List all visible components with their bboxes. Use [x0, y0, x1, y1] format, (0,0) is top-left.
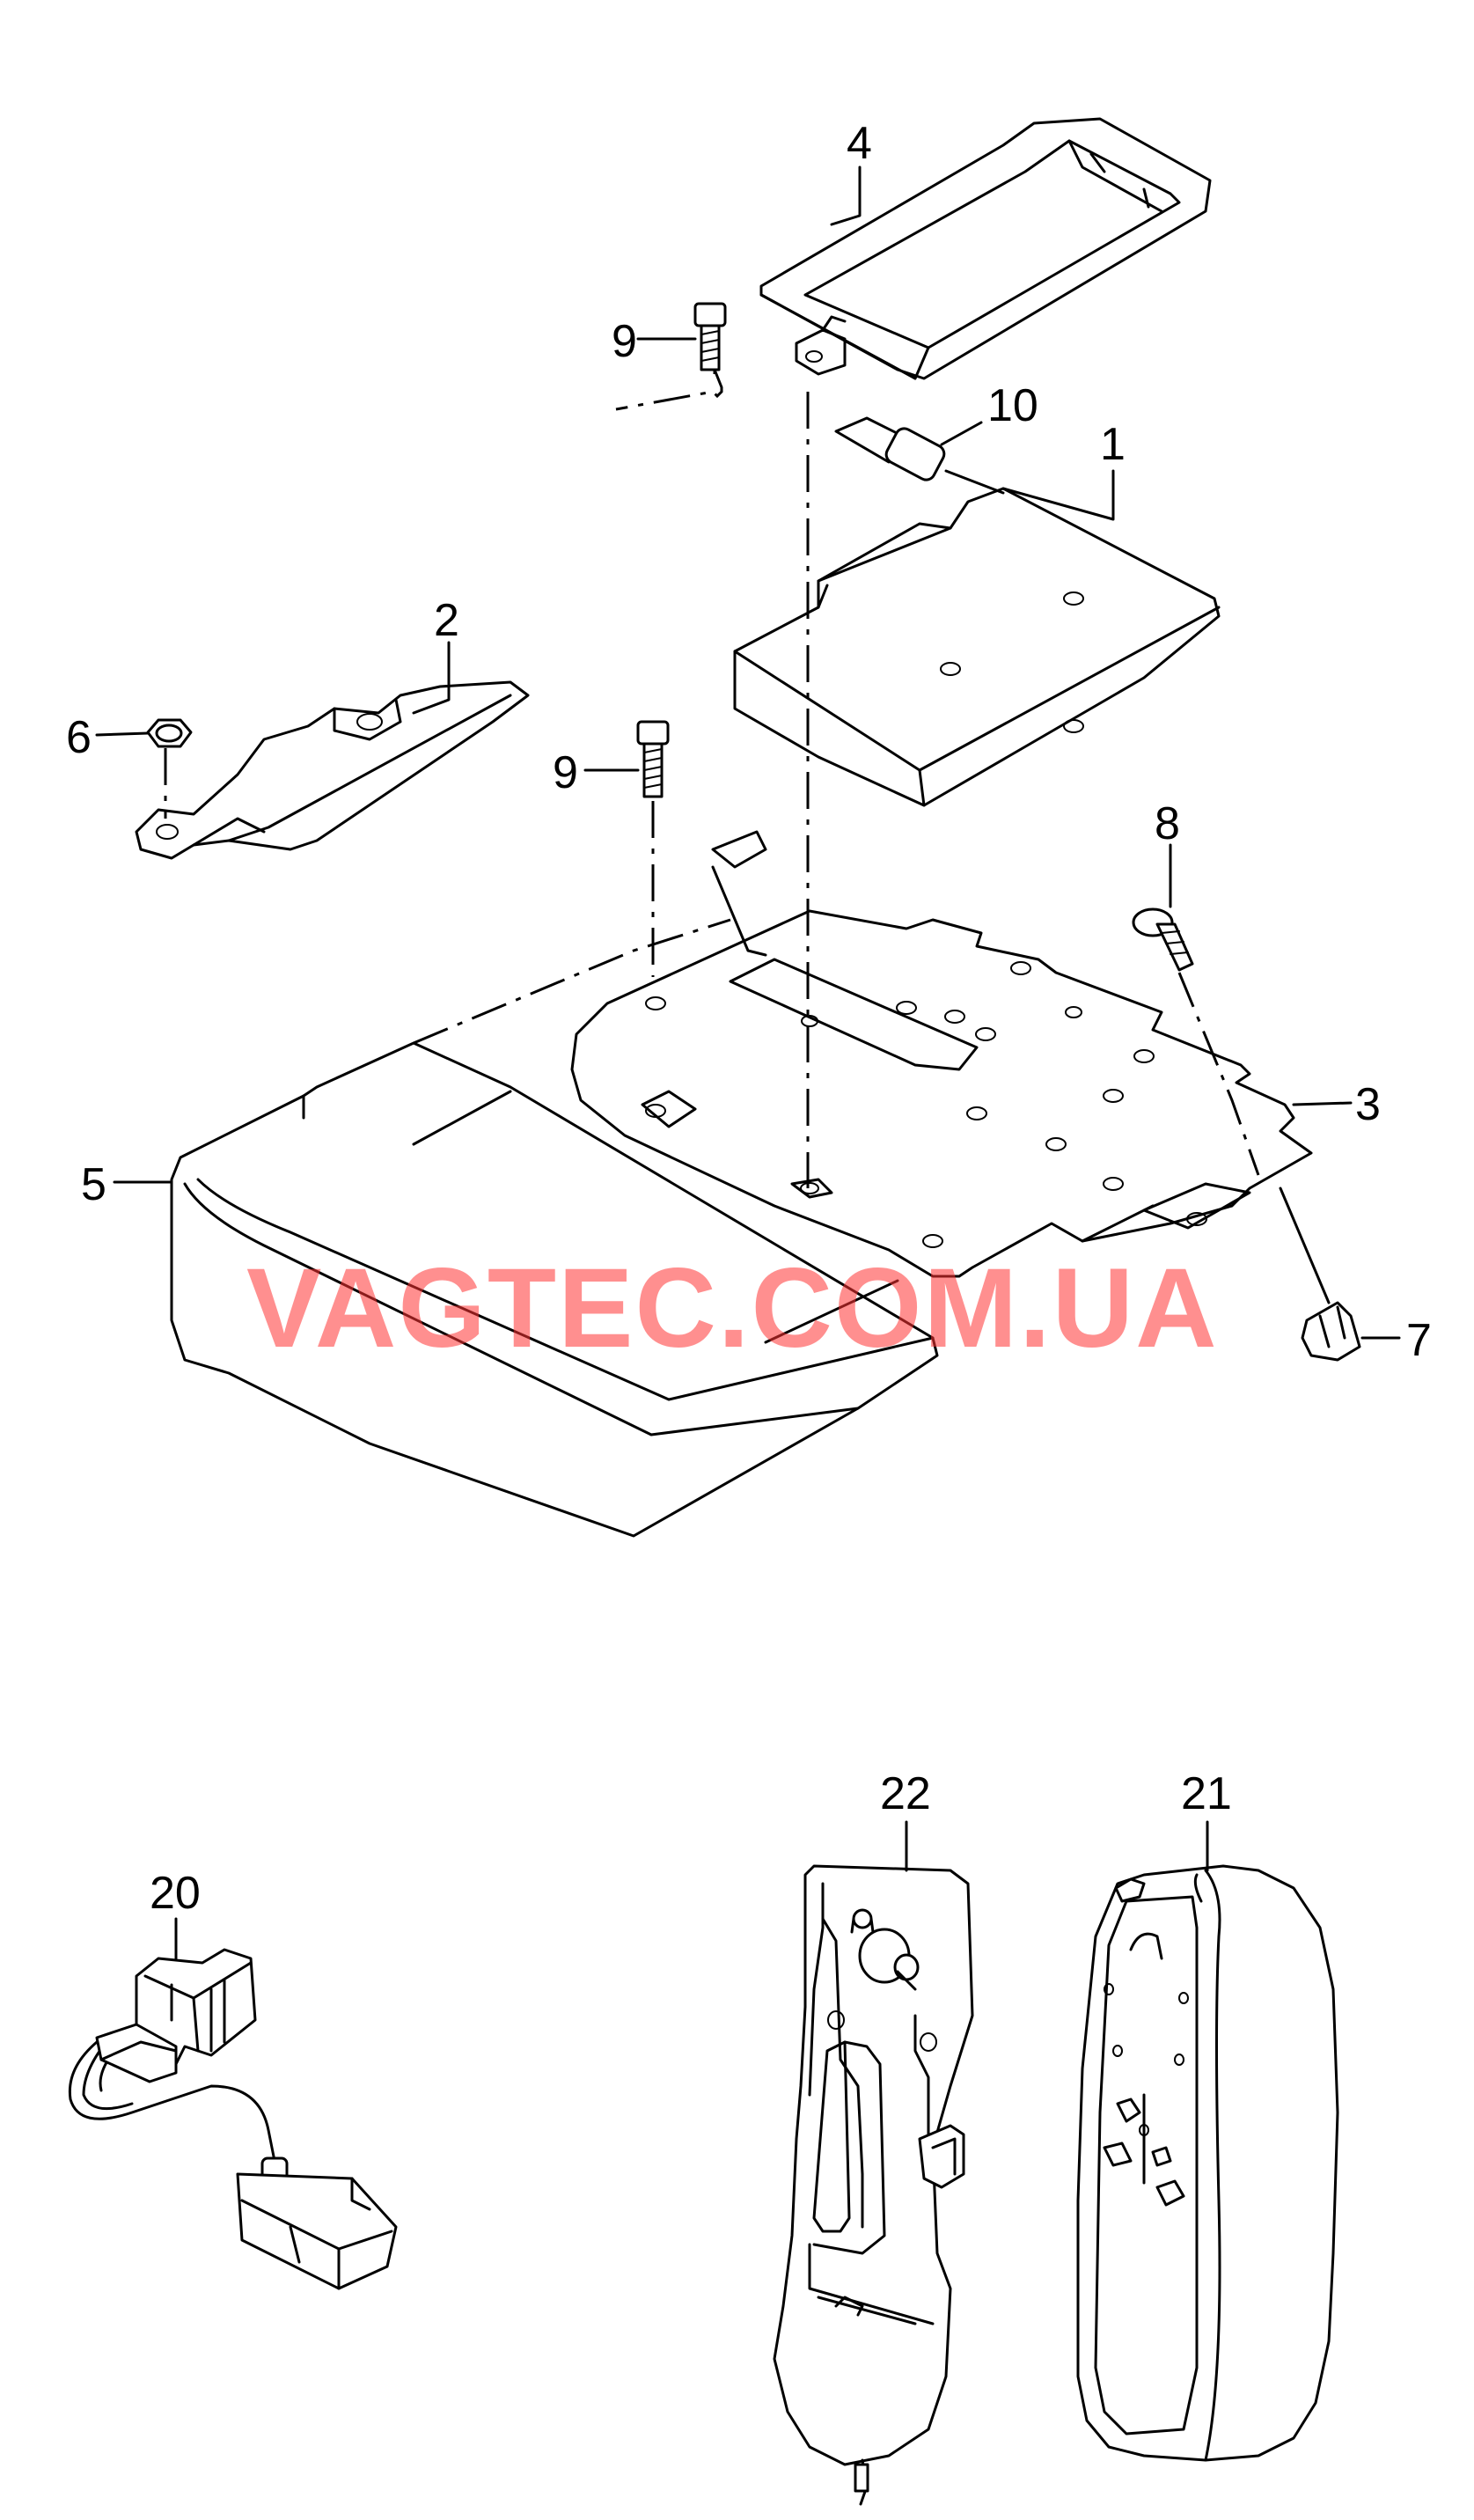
callout-9-lower: 9	[553, 747, 578, 798]
callout-20: 20	[150, 1868, 201, 1919]
part-21-adapter-body	[1076, 1864, 1339, 2462]
part-6-nut	[146, 718, 193, 748]
callout-21: 21	[1181, 1768, 1232, 1819]
part-10-connector	[834, 416, 1005, 495]
callout-3: 3	[1355, 1079, 1381, 1130]
part-5-panel	[170, 1041, 939, 1538]
callout-22: 22	[880, 1768, 931, 1819]
assembly-leaders	[164, 369, 1260, 1188]
callout-5: 5	[81, 1159, 106, 1210]
part-7-clip	[1301, 1301, 1361, 1362]
part-20-cable-adapter	[68, 1948, 398, 2290]
callout-6: 6	[66, 712, 92, 763]
part-2-strip-bracket	[135, 680, 530, 860]
callout-8: 8	[1155, 798, 1180, 849]
part-9-bolt-lower	[636, 720, 670, 798]
callout-leaders	[95, 165, 1401, 1960]
callout-labels: 4 9 10 1 2 6 9 8 3 5 7 20 22 21	[66, 118, 1432, 1919]
part-1-control-unit	[733, 487, 1221, 807]
part-4-frame	[759, 117, 1212, 380]
callout-1: 1	[1100, 419, 1126, 470]
leader-7-line	[1279, 1187, 1331, 1304]
part-9-bolt-upper	[693, 302, 727, 371]
callout-9-upper: 9	[612, 316, 637, 367]
callout-4: 4	[847, 118, 872, 169]
part-3-bracket-plate	[570, 830, 1313, 1278]
part-22-phone-holder	[773, 1864, 974, 2506]
part-8-screw	[1132, 907, 1194, 972]
callout-7: 7	[1406, 1315, 1432, 1366]
callout-10: 10	[987, 380, 1038, 431]
watermark-text: VAGTEC.COM.UA	[246, 1245, 1219, 1371]
callout-2: 2	[434, 595, 459, 646]
